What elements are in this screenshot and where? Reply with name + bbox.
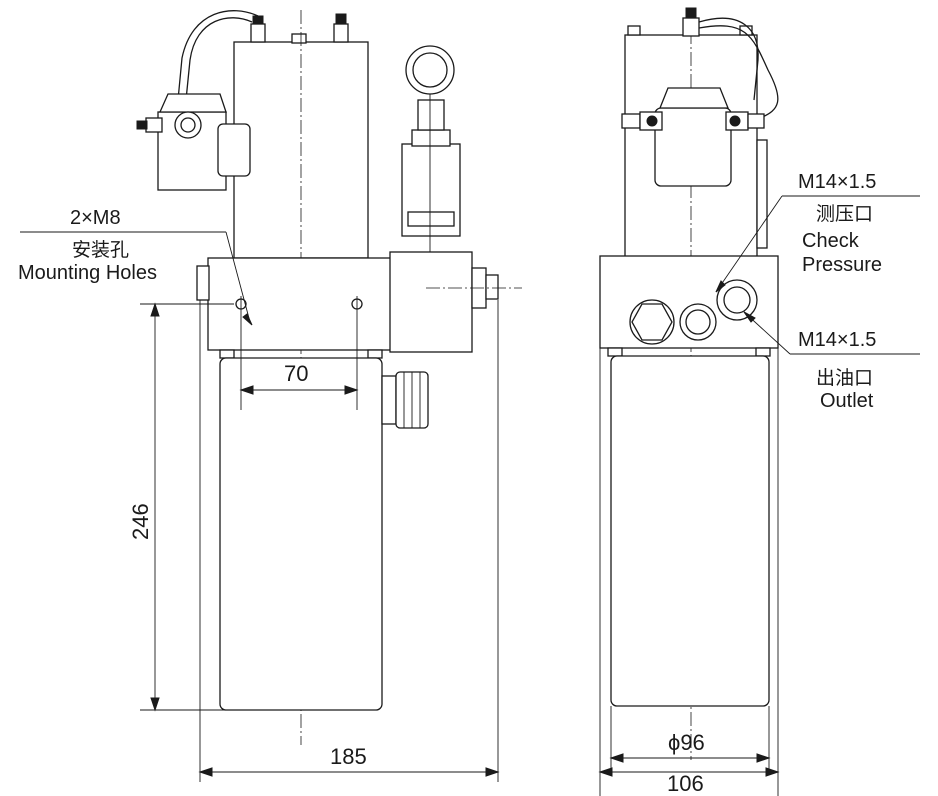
motor-terminals <box>250 13 349 44</box>
overall-width-dim: 185 <box>330 744 367 769</box>
dim-hole-spacing <box>239 312 359 410</box>
check-leader <box>715 195 920 293</box>
start-solenoid <box>136 93 251 191</box>
side-solenoid <box>621 87 765 187</box>
tank-height-dim: 246 <box>128 503 153 540</box>
filler-cap <box>381 371 429 429</box>
power-cable <box>185 17 253 101</box>
valve-block <box>207 257 393 351</box>
mount-en-label: Mounting Holes <box>18 262 157 284</box>
outlet-port <box>679 303 717 341</box>
check-en2-label: Pressure <box>802 254 882 276</box>
check-cn-label: 测压口 <box>816 203 873 225</box>
mount-thread-label: 2×M8 <box>70 207 121 229</box>
outlet-leader <box>743 311 920 355</box>
side-ports <box>629 279 758 345</box>
outlet-cn-label: 出油口 <box>816 367 873 389</box>
outlet-thread-label: M14×1.5 <box>798 329 876 351</box>
tank-diameter-dim: ϕ96 <box>668 730 705 755</box>
side-oil-tank <box>610 355 770 707</box>
check-pressure-port <box>716 279 758 321</box>
dim-tank-height <box>140 302 234 712</box>
dim-overall-width <box>198 300 500 782</box>
side-power-cable <box>698 17 759 101</box>
dim-tank-diameter <box>609 706 771 770</box>
relief-valve <box>401 45 461 252</box>
valve-housing <box>389 251 473 353</box>
mounting-leader <box>20 231 253 326</box>
oil-tank <box>219 357 383 711</box>
outlet-en-label: Outlet <box>820 390 874 412</box>
side-width-dim: 106 <box>667 771 704 796</box>
hole-spacing-dim: 70 <box>284 361 308 386</box>
mount-cn-label: 安装孔 <box>72 239 129 261</box>
side-view <box>598 7 920 796</box>
dim-side-width <box>598 348 780 796</box>
check-en1-label: Check <box>802 230 860 252</box>
front-view <box>20 10 522 782</box>
check-thread-label: M14×1.5 <box>798 171 876 193</box>
